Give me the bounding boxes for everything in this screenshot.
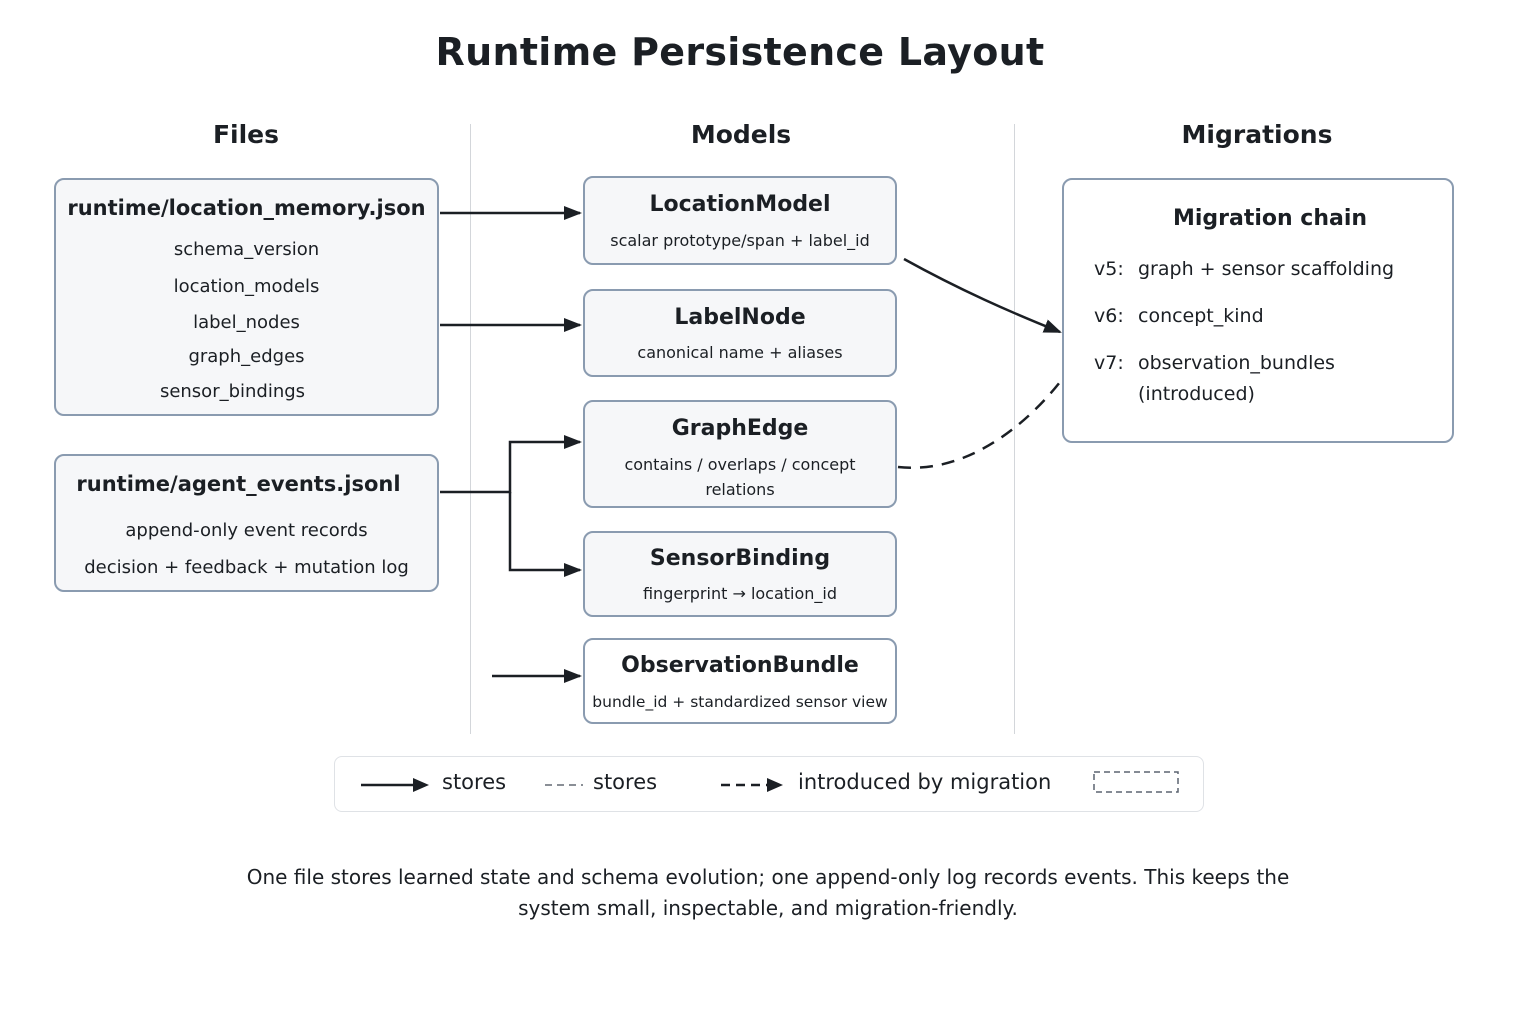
model-name: GraphEdge [671, 416, 809, 441]
file-field: schema_version [173, 239, 320, 260]
column-divider-right [1014, 124, 1015, 734]
dashed-graph-edge-to-migration [897, 381, 1061, 470]
legend-dashed-box-icon [1093, 771, 1179, 793]
model-name: LabelNode [674, 305, 806, 330]
file-box-agent-events: runtime/agent_events.jsonl append-only e… [54, 454, 439, 592]
migration-note: (introduced) [1138, 383, 1255, 405]
model-box-graph-edge: GraphEdge contains / overlaps / concept … [583, 400, 897, 508]
legend-dashed-label: stores [593, 770, 658, 794]
file-field: label_nodes [193, 312, 300, 333]
model-box-observation-bundle: ObservationBundle bundle_id + standardiz… [583, 638, 897, 724]
arrow-events-to-sensor-binding [508, 492, 582, 577]
migration-text: observation_bundles [1138, 352, 1335, 374]
model-box-location-model: LocationModel scalar prototype/span + la… [583, 176, 897, 265]
model-description: bundle_id + standardized sensor view [592, 693, 888, 711]
legend-dashed-arrow-icon [721, 778, 783, 792]
column-divider-left [470, 124, 471, 734]
legend-migration-label: introduced by migration [798, 770, 1052, 794]
arrow-location-model-to-migration [903, 257, 1062, 334]
migration-text: concept_kind [1138, 305, 1264, 327]
file-field: decision + feedback + mutation log [84, 557, 409, 578]
file-name: runtime/location_memory.json [67, 196, 426, 220]
migration-version: v7: [1094, 352, 1124, 374]
file-field: graph_edges [188, 346, 305, 367]
legend: stores stores introduced by migration [334, 756, 1204, 812]
model-description: scalar prototype/span + label_id [610, 231, 870, 250]
migration-chain-box: Migration chain v5: graph + sensor scaff… [1062, 178, 1454, 443]
arrow-events-to-graph-edge [440, 435, 582, 494]
diagram-title: Runtime Persistence Layout [435, 30, 1045, 74]
model-name: ObservationBundle [621, 653, 859, 678]
model-box-label-node: LabelNode canonical name + aliases [583, 289, 897, 377]
legend-solid-arrow-icon [361, 778, 429, 792]
model-description: contains / overlaps / concept relations [624, 455, 856, 499]
legend-dashed-line-icon [545, 784, 583, 786]
file-name: runtime/agent_events.jsonl [76, 472, 401, 496]
file-field: location_models [173, 276, 320, 297]
files-column-heading: Files [212, 120, 280, 149]
file-field: append-only event records [125, 520, 368, 541]
legend-solid-label: stores [442, 770, 507, 794]
model-name: LocationModel [649, 192, 831, 217]
model-description: canonical name + aliases [637, 343, 843, 362]
models-column-heading: Models [690, 120, 792, 149]
model-description: fingerprint → location_id [642, 584, 838, 603]
migrations-column-heading: Migrations [1181, 120, 1333, 149]
caption: One file stores learned state and schema… [246, 865, 1290, 920]
migration-version: v5: [1094, 258, 1124, 280]
file-field: sensor_bindings [159, 381, 306, 402]
migration-text: graph + sensor scaffolding [1138, 258, 1395, 280]
migration-version: v6: [1094, 305, 1124, 327]
file-box-location-memory: runtime/location_memory.json schema_vers… [54, 178, 439, 416]
model-name: SensorBinding [649, 546, 831, 571]
migration-title: Migration chain [1172, 206, 1368, 231]
model-box-sensor-binding: SensorBinding fingerprint → location_id [583, 531, 897, 617]
